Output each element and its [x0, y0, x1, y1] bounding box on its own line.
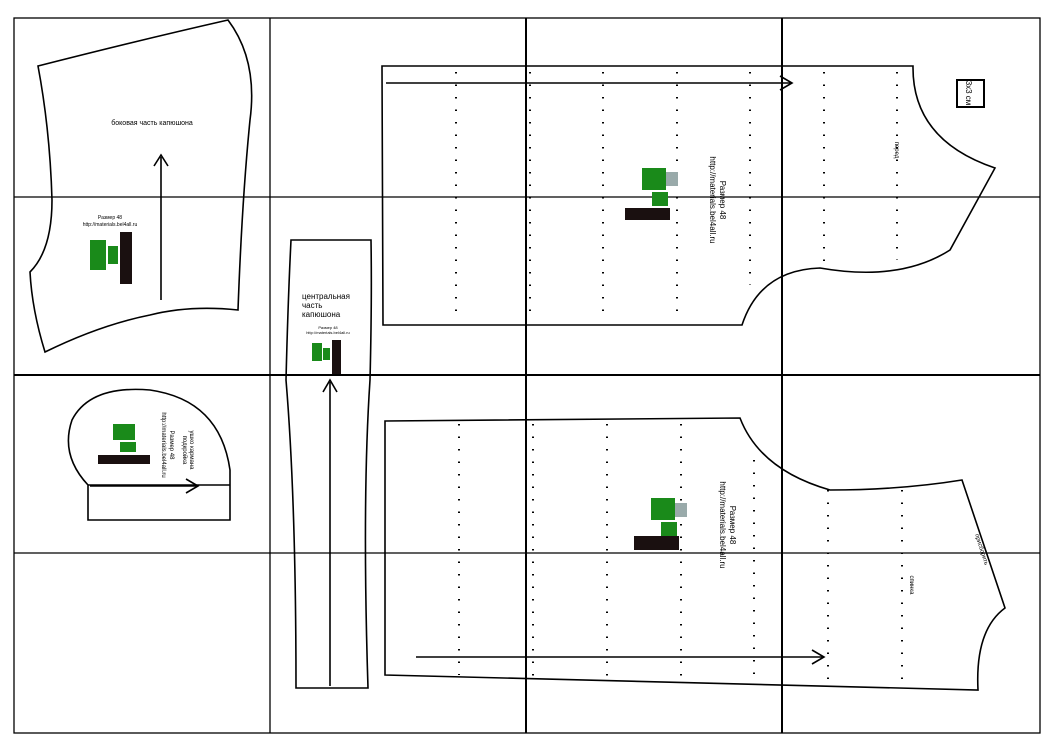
pocket-size: Размер 48	[168, 431, 174, 461]
hood-center-url: http://materials.bel4all.ru	[306, 330, 350, 335]
back-size: Размер 48	[728, 506, 737, 545]
fold-lines	[458, 424, 903, 686]
logo-figures	[90, 232, 132, 284]
front-title: перед	[893, 142, 899, 159]
hood-center-title-1: центральная	[302, 292, 350, 301]
piece-front: Размер 48 http://materials.bel4all.ru пе…	[381, 65, 997, 326]
piece-pocket: ушко кармана подкройка Размер 48 http://…	[67, 388, 231, 521]
logo-figures	[98, 424, 150, 464]
scale-box	[956, 79, 985, 108]
logo-figures	[634, 498, 687, 550]
hood-side-size: Размер 48	[98, 215, 122, 221]
piece-back: Размер 48 http://materials.bel4all.ru сп…	[384, 417, 1006, 691]
piece-hood-side: боковая часть капюшона Размер 48 http://…	[29, 19, 253, 354]
hood-center-title-3: капюшона	[302, 310, 341, 319]
back-url: http://materials.bel4all.ru	[718, 481, 727, 568]
front-size: Размер 48	[718, 181, 727, 220]
logo-figures	[625, 168, 678, 220]
hood-center-title-2: часть	[302, 301, 322, 310]
pocket-url: http://materials.bel4all.ru	[160, 412, 166, 477]
back-title: спинка	[908, 575, 914, 595]
logo-figures	[312, 340, 341, 374]
piece-hood-center: центральная часть капюшона Размер 48 htt…	[285, 239, 373, 689]
page-grid	[13, 17, 1041, 734]
pocket-title-2: подкройка	[181, 436, 188, 465]
fold-lines	[455, 72, 898, 322]
hood-center-size: Размер 48	[318, 325, 338, 330]
pocket-title-1: ушко кармана	[188, 430, 194, 470]
hood-side-url: http://materials.bel4all.ru	[83, 222, 138, 228]
scale-box-label: 3x3 см	[964, 81, 973, 106]
front-url: http://materials.bel4all.ru	[708, 156, 717, 243]
hood-side-title: боковая часть капюшона	[111, 119, 193, 127]
